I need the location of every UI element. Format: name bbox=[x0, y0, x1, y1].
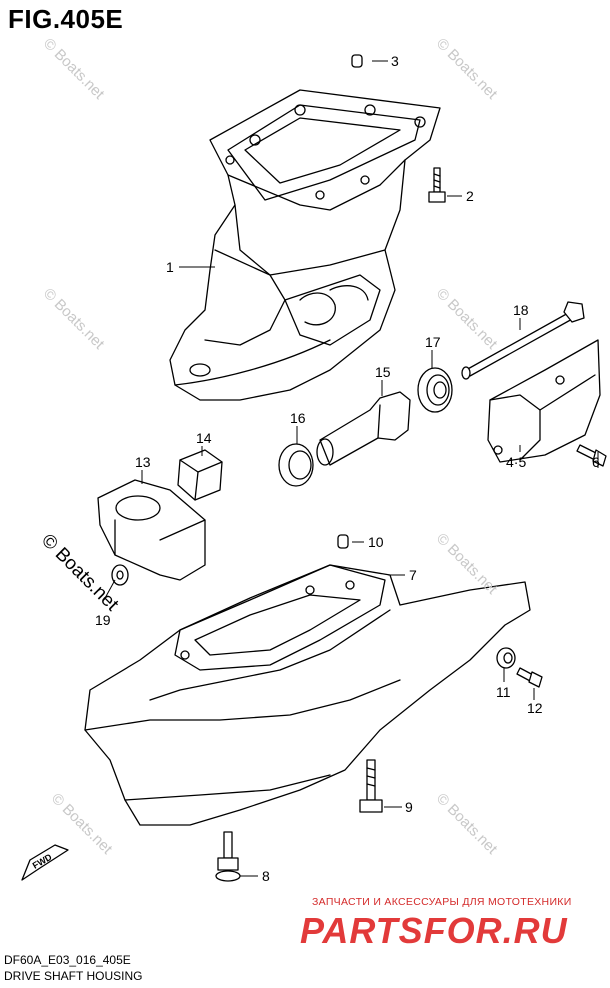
part-19-washer bbox=[111, 564, 129, 586]
figure-title: FIG.405E bbox=[8, 4, 124, 34]
figure-code: DF60A_E03_016_405E bbox=[4, 953, 131, 967]
fwd-arrow-icon: FWD bbox=[21, 844, 69, 881]
callout-11: 11 bbox=[496, 684, 511, 700]
leader-lines bbox=[103, 60, 599, 877]
part-17-bearing bbox=[417, 367, 453, 413]
callout-17: 17 bbox=[425, 334, 441, 350]
callout-3: 3 bbox=[391, 53, 399, 69]
part-13-mount bbox=[97, 479, 206, 581]
callout-1: 1 bbox=[166, 259, 174, 275]
part-6-bolt bbox=[576, 444, 607, 467]
part-10-pin bbox=[337, 534, 349, 549]
callout-13: 13 bbox=[135, 454, 151, 470]
figure-name: DRIVE SHAFT HOUSING bbox=[4, 969, 143, 983]
advert-logo: PARTSFOR.RU bbox=[300, 910, 568, 951]
callout-6: 6 bbox=[592, 454, 600, 470]
part-1-upper-housing bbox=[169, 89, 441, 401]
callout-8: 8 bbox=[262, 868, 270, 884]
part-8-bolt bbox=[215, 831, 241, 882]
part-9-bolt bbox=[359, 759, 383, 813]
callout-14: 14 bbox=[196, 430, 212, 446]
part-2-bolt bbox=[428, 167, 446, 203]
callout-9: 9 bbox=[405, 799, 413, 815]
callout-15: 15 bbox=[375, 364, 391, 380]
callout-10: 10 bbox=[368, 534, 384, 550]
callout-18: 18 bbox=[513, 302, 529, 318]
part-15-sleeve bbox=[316, 391, 411, 466]
callout-7: 7 bbox=[409, 567, 417, 583]
part-12-bolt bbox=[516, 667, 543, 688]
callout-4-5: 4·5 bbox=[506, 454, 527, 470]
callout-16: 16 bbox=[290, 410, 306, 426]
advert-tagline: ЗАПЧАСТИ И АКСЕССУАРЫ ДЛЯ МОТОТЕХНИКИ bbox=[312, 896, 572, 908]
part-18-long-bolt bbox=[461, 301, 585, 380]
part-7-lower-housing bbox=[84, 564, 531, 826]
callout-12: 12 bbox=[527, 700, 543, 716]
part-11-washer bbox=[496, 647, 516, 669]
part-3-pin bbox=[351, 54, 363, 68]
callout-19: 19 bbox=[95, 612, 111, 628]
part-14-bracket bbox=[177, 449, 223, 501]
part-16-seal bbox=[278, 443, 314, 487]
part-4-5-cover bbox=[487, 339, 601, 463]
callout-2: 2 bbox=[466, 188, 474, 204]
